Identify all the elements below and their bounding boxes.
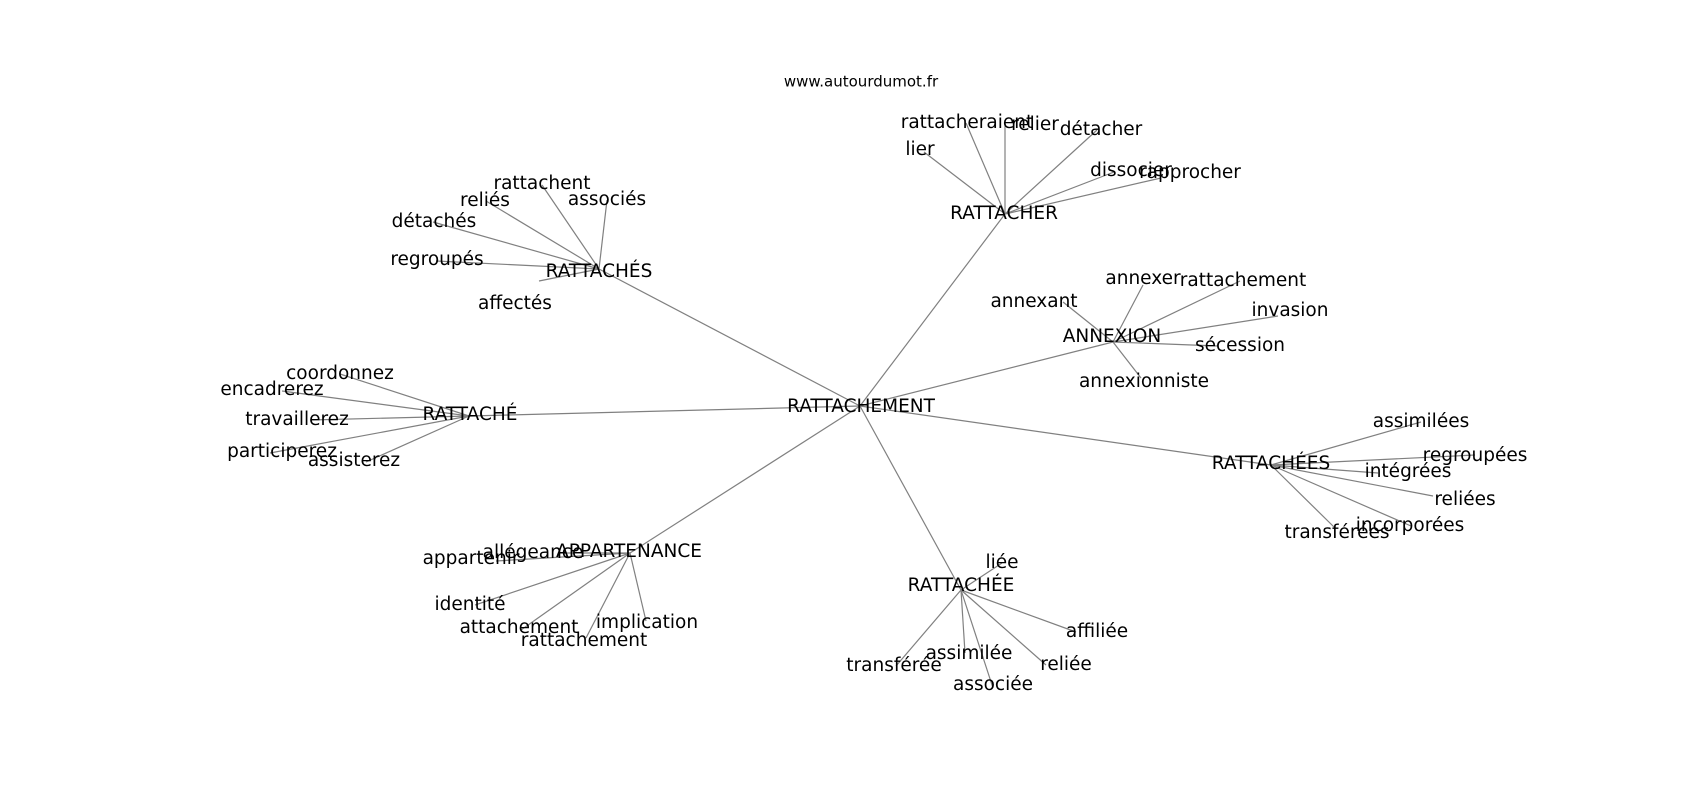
edge-annexion-to-leaf — [1112, 315, 1279, 343]
edge-annexion-to-leaf — [1112, 341, 1142, 379]
edge-rattachée-to-leaf — [960, 589, 966, 654]
hub-node-label[interactable]: RATTACHÉE — [908, 574, 1015, 596]
leaf-node-label[interactable]: reliés — [460, 190, 510, 211]
edge-rattachée-to-leaf — [960, 589, 1077, 633]
edge-annexion-to-leaf — [1062, 301, 1114, 343]
leaf-node-label[interactable]: annexant — [990, 291, 1077, 312]
edge-annexion-to-leaf — [1112, 341, 1219, 347]
hub-node-label[interactable]: APPARTENANCE — [556, 541, 702, 562]
leaf-node-label[interactable]: annexionniste — [1079, 371, 1209, 392]
leaf-node-label[interactable]: assimilée — [926, 643, 1013, 664]
leaf-node-label[interactable]: rapprocher — [1139, 162, 1241, 183]
leaf-node-label[interactable]: reliées — [1434, 489, 1495, 510]
center-node-label[interactable]: RATTACHEMENT — [787, 396, 936, 417]
edge-appartenance-to-leaf — [585, 552, 631, 639]
leaf-node-label[interactable]: associés — [568, 189, 646, 210]
edge-rattacher-to-leaf — [1004, 177, 1162, 215]
leaf-node-label[interactable]: identité — [434, 594, 505, 615]
leaf-node-label[interactable]: regroupés — [390, 249, 483, 270]
hub-node-label[interactable]: RATTACHÉS — [546, 260, 653, 282]
edge-rattachées-to-leaf — [1270, 464, 1336, 529]
leaf-node-label[interactable]: coordonnez — [286, 363, 394, 384]
leaf-node-label[interactable]: associée — [953, 674, 1033, 695]
edge-annexion-to-leaf — [1112, 280, 1241, 343]
source-label[interactable]: www.autourdumot.fr — [784, 73, 939, 91]
edge-rattacher-to-leaf — [965, 122, 1006, 215]
edge-rattaché-to-leaf — [281, 390, 470, 417]
edge-center-to-rattaché — [468, 405, 861, 417]
hub-node-label[interactable]: RATTACHÉES — [1212, 452, 1330, 474]
edge-center-to-annexion — [859, 341, 1114, 407]
leaf-node-label[interactable]: dissocier — [1090, 160, 1172, 181]
leaf-node-label[interactable]: allégeance — [483, 542, 584, 563]
leaf-node-label[interactable]: encadrerez — [220, 379, 323, 400]
edge-rattachées-to-leaf — [1270, 464, 1412, 527]
leaf-node-label[interactable]: reliée — [1040, 654, 1092, 675]
leaf-node-label[interactable]: affiliée — [1066, 621, 1128, 642]
leaf-node-label[interactable]: participerez — [227, 441, 337, 462]
leaf-node-label[interactable]: rattacheraient — [901, 112, 1034, 133]
hub-node-label[interactable]: ANNEXION — [1063, 326, 1162, 347]
edge-rattachées-to-leaf — [1270, 464, 1379, 474]
edge-rattachée-to-leaf — [960, 562, 1003, 591]
edge-rattachées-to-leaf — [1270, 464, 1434, 497]
edge-center-to-rattachés — [598, 268, 861, 407]
edge-rattachés-to-leaf — [485, 200, 600, 270]
leaf-node-label[interactable]: détacher — [1060, 119, 1143, 140]
leaf-node-label[interactable]: appartenir — [423, 548, 520, 569]
edge-rattachés-to-leaf — [432, 221, 600, 270]
leaf-node-label[interactable]: regroupées — [1423, 445, 1528, 466]
leaf-node-label[interactable]: liée — [985, 552, 1018, 573]
leaf-node-label[interactable]: sécession — [1195, 335, 1285, 356]
leaf-node-label[interactable]: lier — [905, 139, 935, 160]
edge-rattacher-to-leaf — [1004, 129, 1098, 215]
edge-rattachée-to-leaf — [960, 589, 1047, 666]
edge-center-to-appartenance — [629, 405, 861, 554]
leaf-node-label[interactable]: implication — [596, 612, 698, 633]
edge-center-to-rattachée — [859, 405, 962, 591]
edge-rattaché-to-leaf — [365, 415, 470, 463]
edge-rattacher-to-leaf — [1004, 171, 1115, 215]
edge-rattachés-to-leaf — [435, 260, 600, 270]
edge-rattachés-to-leaf — [538, 268, 600, 282]
leaf-node-label[interactable]: détachés — [392, 211, 477, 232]
hub-node-label[interactable]: RATTACHER — [950, 203, 1058, 224]
edge-rattachées-to-leaf — [1270, 421, 1422, 466]
edge-rattachées-to-leaf — [1270, 454, 1476, 466]
leaf-node-label[interactable]: invasion — [1252, 300, 1329, 321]
edge-rattachés-to-leaf — [541, 184, 600, 270]
leaf-node-label[interactable]: transférées — [1284, 522, 1389, 543]
edge-appartenance-to-leaf — [495, 552, 631, 562]
edge-rattachée-to-leaf — [895, 589, 962, 667]
edge-rattachée-to-leaf — [960, 589, 994, 689]
leaf-node-label[interactable]: incorporées — [1356, 515, 1465, 536]
leaf-node-label[interactable]: rattachent — [493, 173, 590, 194]
edge-annexion-to-leaf — [1112, 284, 1144, 343]
leaf-node-label[interactable]: annexer — [1105, 268, 1181, 289]
edge-center-to-rattacher — [859, 213, 1006, 407]
leaf-node-label[interactable]: assimilées — [1373, 411, 1469, 432]
edge-appartenance-to-leaf — [474, 552, 631, 606]
leaf-node-label[interactable]: rattachement — [1180, 270, 1306, 291]
edge-rattachés-to-leaf — [598, 199, 608, 270]
edge-rattaché-to-leaf — [310, 415, 470, 421]
edge-appartenance-to-leaf — [520, 552, 631, 631]
edge-rattaché-to-leaf — [339, 373, 470, 417]
hub-node-label[interactable]: RATTACHÉ — [422, 403, 517, 425]
edge-appartenance-to-leaf — [629, 552, 647, 622]
edge-rattacher-to-leaf — [923, 151, 1006, 215]
leaf-node-label[interactable]: rattachement — [521, 630, 647, 651]
leaf-node-label[interactable]: relier — [1011, 114, 1059, 135]
labels-layer: www.autourdumot.fr RATTACHER rattacheraie… — [220, 73, 1527, 696]
edge-center-to-rattachées — [859, 405, 1272, 466]
edge-rattaché-to-leaf — [269, 415, 470, 454]
leaf-node-label[interactable]: travaillerez — [245, 409, 349, 430]
edges-layer — [269, 122, 1476, 689]
leaf-node-label[interactable]: intégrées — [1365, 461, 1452, 482]
leaf-node-label[interactable]: attachement — [460, 617, 579, 638]
leaf-node-label[interactable]: assisterez — [308, 450, 400, 471]
leaf-node-label[interactable]: affectés — [478, 293, 552, 314]
leaf-node-label[interactable]: transférée — [846, 655, 941, 676]
